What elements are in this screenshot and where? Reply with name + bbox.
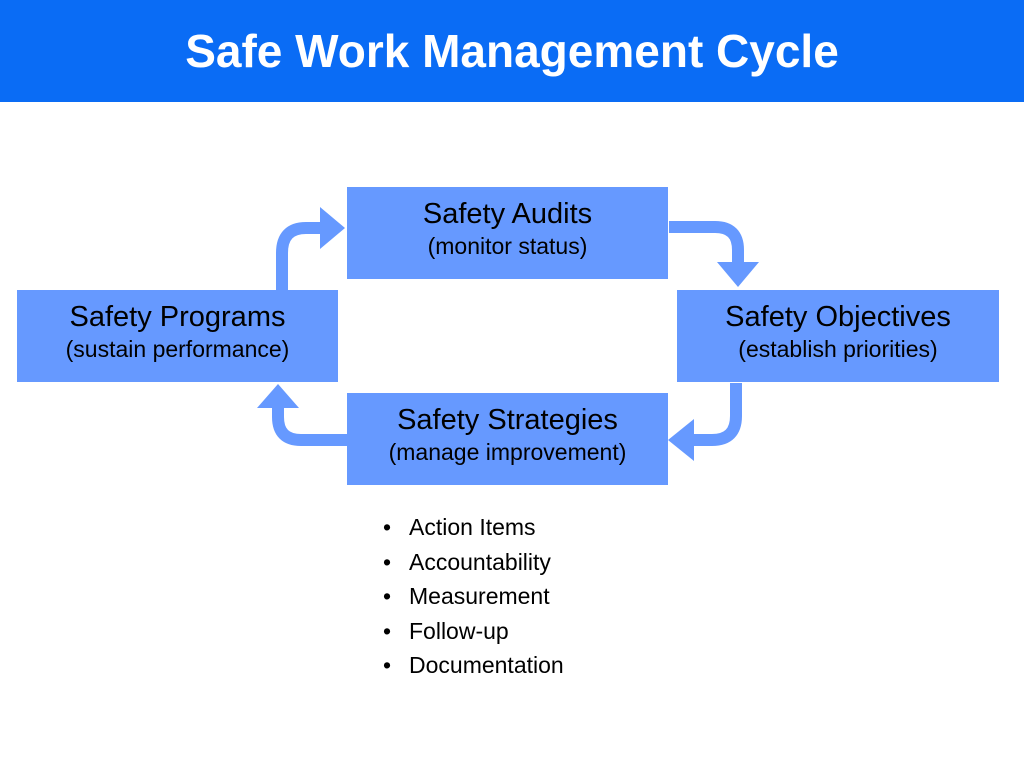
arrow-audits-to-objectives bbox=[669, 221, 759, 287]
bullet-text: Follow-up bbox=[409, 617, 509, 644]
bullet-marker: • bbox=[383, 617, 392, 644]
box-safety-programs-subtitle: (sustain performance) bbox=[65, 336, 290, 362]
box-safety-strategies-title: Safety Strategies bbox=[397, 404, 618, 436]
bullet-marker: • bbox=[383, 548, 392, 575]
box-safety-objectives: Safety Objectives (establish priorities) bbox=[677, 290, 999, 382]
arrow-objectives-to-strategies bbox=[668, 383, 742, 461]
bullet-text: Documentation bbox=[409, 652, 564, 678]
bullet-text: Action Items bbox=[409, 514, 536, 540]
slide-title: Safe Work Management Cycle bbox=[185, 25, 839, 77]
bullet-item: • Action Items bbox=[383, 510, 564, 545]
bullet-item: • Accountability bbox=[383, 545, 564, 580]
bullet-list: • Action Items • Accountability • Measureme… bbox=[383, 510, 564, 683]
bullet-marker: • bbox=[383, 652, 392, 678]
bullet-item: • Measurement bbox=[383, 579, 564, 614]
arrow-programs-to-audits bbox=[276, 207, 345, 290]
bullet-item: • Follow-up bbox=[383, 614, 564, 649]
title-bar bbox=[0, 0, 1024, 102]
box-safety-audits-subtitle: (monitor status) bbox=[427, 233, 588, 259]
box-safety-programs: Safety Programs (sustain performance) bbox=[17, 290, 338, 382]
bullet-text: Accountability bbox=[409, 548, 551, 575]
arrow-strategies-to-programs bbox=[257, 384, 347, 446]
bullet-marker: • bbox=[383, 514, 392, 540]
bullet-text: Measurement bbox=[409, 583, 550, 609]
box-safety-audits-title: Safety Audits bbox=[422, 198, 593, 230]
box-safety-objectives-title: Safety Objectives bbox=[725, 301, 951, 333]
box-safety-objectives-subtitle: (establish priorities) bbox=[738, 336, 938, 362]
box-safety-programs-title: Safety Programs bbox=[69, 301, 286, 333]
box-safety-audits: Safety Audits (monitor status) bbox=[347, 187, 668, 279]
bullet-item: • Documentation bbox=[383, 648, 564, 683]
box-safety-strategies-subtitle: (manage improvement) bbox=[388, 439, 627, 465]
box-safety-strategies: Safety Strategies (manage improvement) bbox=[347, 393, 668, 485]
bullet-marker: • bbox=[383, 583, 392, 609]
